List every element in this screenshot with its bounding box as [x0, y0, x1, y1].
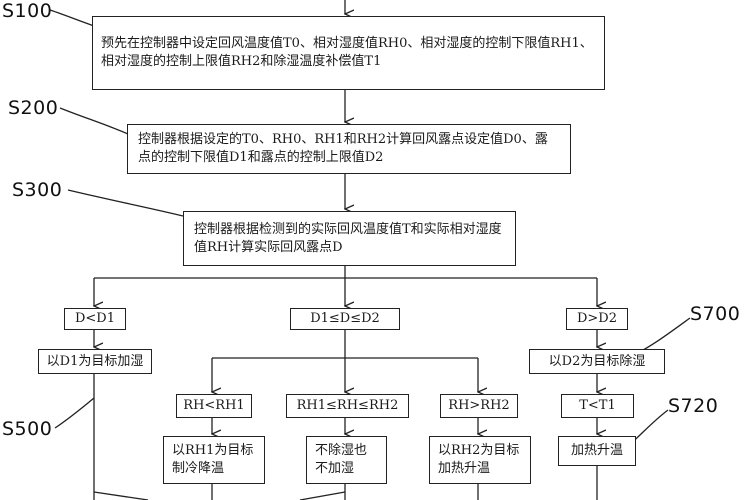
no-humidity-action-box: 不除湿也不加湿	[306, 436, 387, 484]
heat-up-box: 加热升温	[558, 436, 636, 466]
condition-rh-high-box: RH>RH2	[440, 394, 518, 418]
heat-target-rh2-box: 以RH2为目标加热升温	[429, 436, 531, 484]
condition-rh-mid-box: RH1≤RH≤RH2	[286, 394, 409, 418]
preset-params-box: 预先在控制器中设定回风温度值T0、相对湿度值RH0、相对湿度的控制下限值RH1、…	[92, 16, 605, 90]
calc-dewpoint-setpoints-box: 控制器根据设定的T0、RH0、RH1和RH2计算回风露点设定值D0、露点的控制下…	[127, 124, 571, 174]
condition-rh-low-box: RH<RH1	[176, 394, 252, 418]
step-label-s100: S100	[2, 0, 53, 22]
step-label-s300: S300	[12, 179, 63, 201]
calc-actual-dewpoint-box: 控制器根据检测到的实际回风温度值T和实际相对湿度值RH计算实际回风露点D	[183, 211, 516, 266]
step-label-s500: S500	[2, 418, 53, 440]
condition-temp-low-box: T<T1	[561, 394, 634, 418]
dehumidify-target-d2-box: 以D2为目标除湿	[529, 349, 665, 374]
condition-dewpoint-mid-box: D1≤D≤D2	[290, 308, 400, 330]
humidify-target-d1-box: 以D1为目标加湿	[38, 349, 152, 374]
step-label-s700: S700	[690, 303, 741, 325]
step-label-s200: S200	[8, 97, 59, 119]
cool-target-rh1-box: 以RH1为目标制冷降温	[163, 436, 265, 484]
condition-dewpoint-high-box: D>D2	[566, 308, 628, 330]
step-label-s720: S720	[668, 395, 719, 417]
condition-dewpoint-low-box: D<D1	[64, 308, 126, 330]
